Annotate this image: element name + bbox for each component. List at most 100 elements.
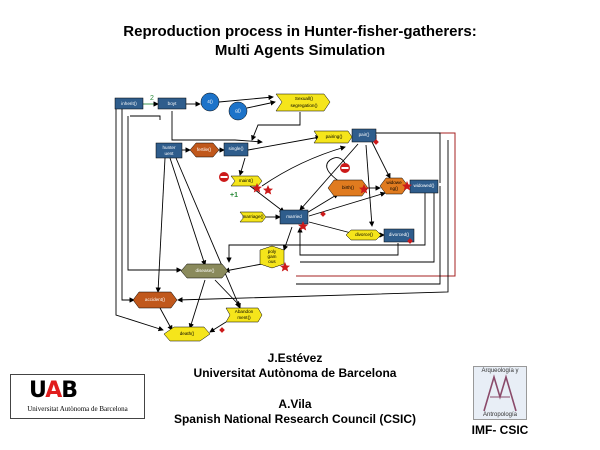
node-fertile-label: fertile() [197,147,212,152]
node-boyt: boyt [157,97,187,110]
node-divorce-label: divorce() [355,232,373,237]
edge-hunter-disease [169,157,207,266]
node-widowing-label-2: ng() [390,186,399,191]
affiliation-2: Spanish National Research Council (CSIC) [173,412,417,426]
node-g: g() [228,101,248,121]
node-pairing-label: pairing() [326,134,343,139]
no-entry-icon [219,172,229,182]
edge-disease-abandon [214,279,241,307]
node-abandon-label-1: Abandon [235,309,254,314]
edge-divorced-back [297,227,399,256]
node-hunter: hunter uent [155,142,183,159]
node-paired-label: pair() [359,132,370,137]
edge-right-2 [296,186,441,285]
node-poly-label-3: ous [268,259,276,264]
node-divorced: divorced() [383,228,415,243]
node-hunter-label-2: uent [165,151,175,156]
node-poly-label-1: poly [268,249,277,254]
edge-disease-death [188,279,206,329]
edge-accident-death [159,307,173,331]
edge-pair-divorce [365,144,375,227]
node-marriage-label: marriage() [242,214,264,219]
node-4-label: 4() [207,99,213,104]
edge-married-birth [304,193,339,215]
star-icon [263,185,273,195]
node-marriage: marriage() [239,211,267,223]
imf-logo-mark [483,374,517,412]
node-paired: pair() [351,128,377,143]
node-divorce: divorce() [345,229,382,241]
node-widowed-label: widowed() [414,183,435,188]
node-abandonment: Abandon ment() [225,307,263,323]
node-widowing-label-1: widowe [386,180,402,185]
edge-pair-widow [371,141,391,179]
node-widowed: widowed() [409,179,439,194]
edge-sexual-loop [251,112,301,141]
edge-left-top [130,115,161,120]
edge-maint-up [261,145,346,187]
edge-boyt-down [171,111,263,145]
node-boyt-label: boyt [168,101,177,106]
imf-csic-label: IMF- CSIC [471,423,529,437]
author-1: J.Estévez [267,351,323,365]
imf-logo-top-text: Arqueología y [481,368,519,374]
edge-right-1 [177,140,449,303]
node-g-label: g() [235,108,241,113]
edge-single-pairing [247,135,321,151]
edges [115,94,449,333]
edge-hunter-abandon [175,157,241,309]
title-line-2: Multi Agents Simulation [214,42,386,59]
affiliation-1: Universitat Autònoma de Barcelona [193,366,397,380]
node-sexual-label-2: segregation() [290,103,318,108]
star-markers [252,181,412,272]
node-married: married [279,209,309,225]
node-pairing: pairing() [313,130,353,144]
node-disease-label: disease() [196,268,215,273]
node-widowing: widowe ng() [379,177,409,195]
node-death-label: death() [180,331,195,336]
star-icon [298,221,308,231]
small-red-diamonds [219,139,413,333]
star-icon [280,262,290,272]
node-birth-label: birth() [342,185,354,190]
node-poly-label-2: gam [268,254,277,259]
node-fertile: fertile() [189,142,220,158]
node-disease: disease() [180,263,229,279]
edge-pair-married [299,143,359,211]
node-abandon-label-2: ment() [237,315,251,320]
edge-label-two: 2 [150,95,154,102]
edge-poly-disease [224,263,263,273]
node-accident: accident() [132,291,178,309]
node-single: single() [223,142,249,157]
edge-hunter-accident [155,157,166,293]
no-entry-icon-2 [340,163,350,173]
author-2: A.Vila [278,397,312,411]
node-inherit: inherit() [114,97,144,110]
edge-single-maint [238,157,246,176]
edge-left-2 [121,108,135,303]
node-accident-label: accident() [145,297,166,302]
uab-wordmark: UAB [29,378,78,403]
edge-birth-loop [326,157,350,183]
imf-logo-bottom-text: Antropología [482,412,518,418]
node-inherit-label: inherit() [121,101,137,106]
edge-married-divorce [308,221,356,236]
edge-abandon-death [209,321,227,333]
star-icon [252,183,262,193]
node-divorced-label: divorced() [389,232,410,237]
edge-right-3 [300,188,435,263]
edge-widowed-back [226,193,426,263]
edge-4-sexual [218,94,274,103]
edge-g-sexual [246,100,276,109]
edge-left-1 [115,108,164,332]
node-single-label: single() [228,146,244,151]
node-maint-label: maint() [239,178,254,183]
star-icon [359,184,369,194]
node-death: death() [163,326,211,342]
title-line-1: Reproduction process in Hunter-fisher-ga… [123,23,477,40]
edge-label-plus-one: +1 [230,192,238,199]
star-icon [402,181,412,191]
edge-married-widow [308,191,386,217]
edge-pair-right [376,132,441,183]
